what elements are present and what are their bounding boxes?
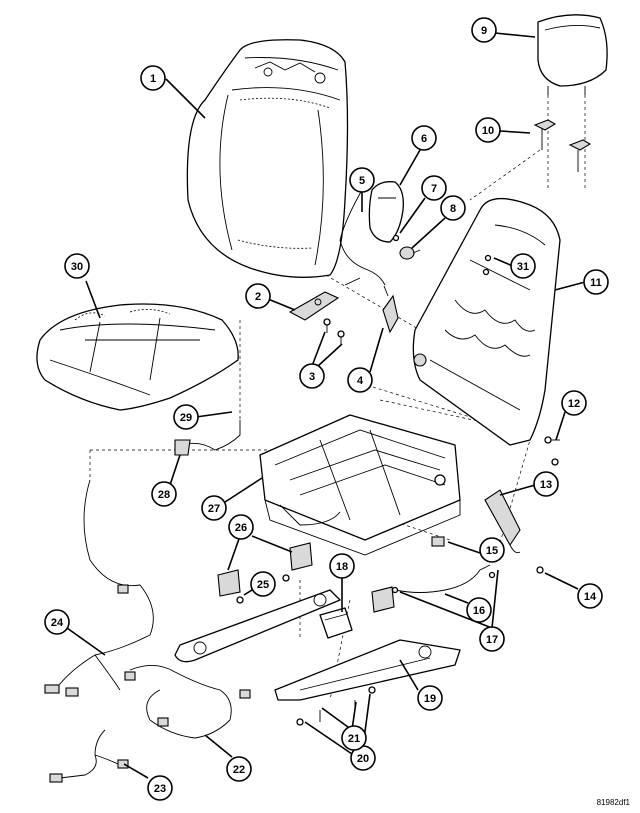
- callout-21: 21: [341, 725, 367, 751]
- callout-10: 10: [475, 117, 501, 143]
- svg-text:19: 19: [424, 693, 436, 705]
- leader-lines: [66, 32, 586, 779]
- callout-5: 5: [349, 167, 375, 193]
- svg-text:24: 24: [51, 617, 64, 629]
- svg-text:4: 4: [357, 375, 364, 387]
- svg-text:14: 14: [584, 591, 597, 603]
- callout-28: 28: [151, 481, 177, 507]
- svg-text:25: 25: [257, 579, 269, 591]
- svg-text:26: 26: [235, 522, 247, 534]
- callout-17: 17: [479, 626, 505, 652]
- svg-text:12: 12: [568, 398, 580, 410]
- svg-text:31: 31: [517, 261, 529, 273]
- seat-belt-harness: [391, 564, 496, 594]
- callout-9: 9: [471, 17, 497, 43]
- svg-text:5: 5: [359, 175, 365, 187]
- seat-harness: [124, 665, 251, 739]
- seat-riser-rail-left: [174, 589, 341, 663]
- callout-13: 13: [533, 471, 559, 497]
- bolster-screw: [392, 234, 400, 242]
- callout-27: 27: [201, 495, 227, 521]
- svg-text:13: 13: [540, 479, 552, 491]
- callout-22: 22: [226, 756, 252, 782]
- svg-text:30: 30: [71, 261, 83, 273]
- callout-24: 24: [44, 609, 70, 635]
- svg-text:10: 10: [482, 125, 494, 137]
- side-airbag-module: [484, 489, 521, 554]
- svg-text:3: 3: [309, 371, 315, 383]
- side-bolster-cover: [368, 181, 404, 243]
- reference-code: 81982df1: [596, 798, 630, 807]
- svg-text:29: 29: [180, 412, 192, 424]
- callout-11: 11: [583, 269, 609, 295]
- release-cable: [339, 189, 386, 286]
- callout-29: 29: [173, 404, 199, 430]
- svg-text:8: 8: [450, 203, 456, 215]
- seat-adjuster: [259, 414, 461, 556]
- callout-2: 2: [245, 283, 271, 309]
- headrest-guides: [533, 119, 592, 172]
- svg-text:18: 18: [336, 561, 348, 573]
- svg-text:21: 21: [348, 733, 360, 745]
- svg-text:27: 27: [208, 503, 220, 515]
- callout-30: 30: [64, 253, 90, 279]
- main-wire-harness: [44, 479, 154, 697]
- airbag-nut: [536, 566, 544, 574]
- svg-text:6: 6: [421, 133, 427, 145]
- seat-back-frame: [412, 198, 561, 446]
- track-brackets: [217, 542, 395, 613]
- svg-text:7: 7: [431, 183, 437, 195]
- small-harness: [49, 729, 129, 783]
- callout-31: 31: [510, 253, 536, 279]
- seat-back-cushion: [186, 39, 349, 278]
- svg-text:20: 20: [357, 753, 369, 765]
- callout-6: 6: [411, 125, 437, 151]
- callout-3: 3: [299, 363, 325, 389]
- callout-16: 16: [466, 597, 492, 623]
- recliner-trim-panel: [288, 291, 340, 321]
- svg-text:11: 11: [590, 277, 602, 289]
- callout-18: 18: [329, 553, 355, 579]
- svg-text:15: 15: [486, 545, 498, 557]
- callout-20: 20: [350, 745, 376, 771]
- callout-25: 25: [250, 571, 276, 597]
- recliner-handle: [382, 285, 399, 334]
- callout-4: 4: [347, 367, 373, 393]
- svg-text:1: 1: [150, 73, 156, 85]
- callout-15: 15: [479, 537, 505, 563]
- callout-12: 12: [561, 390, 587, 416]
- wire-clip: [174, 420, 241, 456]
- svg-text:22: 22: [233, 764, 245, 776]
- seat-cushion: [36, 303, 239, 411]
- screws: [323, 318, 345, 344]
- seat-control-module: [319, 607, 353, 639]
- svg-text:9: 9: [481, 25, 487, 37]
- wire-connector: [431, 536, 445, 547]
- svg-text:23: 23: [154, 783, 166, 795]
- seat-riser-rail-right: [274, 639, 461, 701]
- svg-text:28: 28: [158, 489, 170, 501]
- callout-1: 1: [140, 65, 166, 91]
- svg-text:17: 17: [486, 634, 498, 646]
- callout-14: 14: [577, 583, 603, 609]
- svg-text:16: 16: [473, 605, 485, 617]
- svg-text:2: 2: [255, 291, 261, 303]
- headrest: [537, 14, 608, 95]
- callout-7: 7: [421, 175, 447, 201]
- frame-bolt: [544, 436, 560, 466]
- callout-8: 8: [440, 195, 466, 221]
- callout-23: 23: [147, 775, 173, 801]
- callout-26: 26: [228, 514, 254, 540]
- callout-19: 19: [417, 685, 443, 711]
- lumbar-knob: [399, 246, 421, 260]
